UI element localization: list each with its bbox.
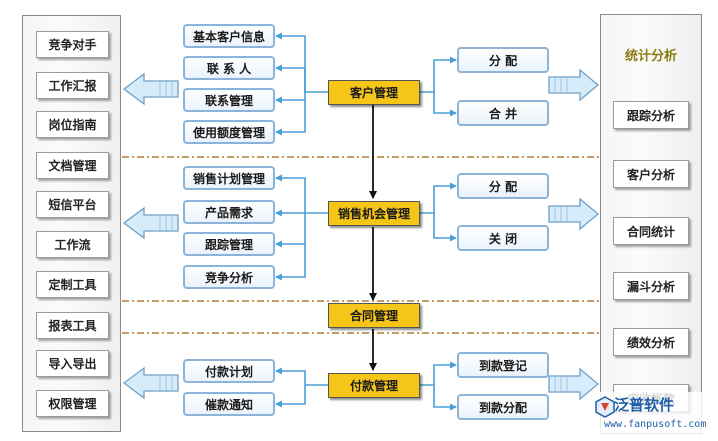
connector-line (275, 100, 306, 136)
connector-line (275, 244, 306, 281)
node-opportunity-close: 关 闭 (457, 225, 549, 251)
left-item-document-management: 文档管理 (36, 152, 109, 179)
node-tracking-management: 跟踪管理 (183, 232, 275, 256)
node-competition-analysis: 竞争分析 (183, 265, 275, 289)
left-item-permission-management: 权限管理 (36, 390, 109, 417)
core-opportunity-management: 销售机会管理 (328, 201, 420, 226)
connector-line (275, 92, 306, 104)
brand-logo-icon (595, 396, 615, 418)
node-payment-allocation: 到款分配 (457, 394, 549, 420)
node-opportunity-assign: 分 配 (457, 173, 549, 199)
watermark: 泛普软件 www.fanpusoft.com (590, 392, 716, 438)
connector-line (275, 32, 328, 93)
node-contact-management: 联系管理 (183, 88, 275, 112)
left-item-workflow: 工作流 (36, 231, 109, 258)
node-contacts: 联 系 人 (183, 56, 275, 80)
connector-line (419, 56, 457, 93)
node-payment-plan: 付款计划 (183, 359, 275, 383)
left-item-job-guide: 岗位指南 (36, 111, 109, 138)
block-arrow-right (548, 367, 600, 401)
block-arrow-right (548, 197, 600, 231)
watermark-brand: 泛普软件 (614, 396, 675, 414)
left-item-competitors: 竞争对手 (36, 31, 109, 58)
connector-line (275, 385, 306, 408)
node-quota-management: 使用额度管理 (183, 120, 275, 144)
connector-line (275, 367, 328, 386)
block-arrow-left (122, 366, 179, 400)
right-panel: 统计分析 跟踪分析 客户分析 合同统计 漏斗分析 绩效分析 应收帐款 (600, 14, 702, 434)
left-item-work-report: 工作汇报 (36, 72, 109, 99)
right-item-performance-analysis: 绩效分析 (613, 328, 689, 356)
node-product-demand: 产品需求 (183, 200, 275, 224)
left-item-custom-tools: 定制工具 (36, 271, 109, 298)
connector-line (275, 64, 306, 92)
watermark-url: www.fanpusoft.com (604, 419, 707, 430)
left-panel: 竞争对手 工作汇报 岗位指南 文档管理 短信平台 工作流 定制工具 报表工具 导… (22, 15, 121, 432)
left-item-import-export: 导入导出 (36, 350, 109, 377)
node-sales-plan: 销售计划管理 (183, 166, 275, 190)
node-payment-reminder: 催款通知 (183, 392, 275, 416)
node-customer-merge: 合 并 (457, 100, 549, 126)
core-payment-management: 付款管理 (328, 373, 420, 398)
block-arrow-left (122, 72, 179, 106)
right-item-funnel-analysis: 漏斗分析 (613, 272, 689, 300)
node-customer-assign: 分 配 (457, 47, 549, 73)
core-customer-management: 客户管理 (328, 80, 420, 105)
left-item-report-tools: 报表工具 (36, 312, 109, 339)
core-contract-management: 合同管理 (328, 303, 420, 328)
right-item-tracking-analysis: 跟踪分析 (613, 101, 689, 129)
connector-line (419, 182, 457, 214)
connector-line (275, 174, 328, 214)
connector-line (433, 385, 457, 411)
block-arrow-left (122, 206, 179, 240)
connector-line (433, 213, 457, 242)
right-item-contract-statistics: 合同统计 (613, 217, 689, 245)
right-panel-title: 统计分析 (624, 49, 677, 64)
node-basic-customer-info: 基本客户信息 (183, 24, 275, 48)
connector-line (275, 213, 306, 248)
connector-line (433, 92, 457, 117)
right-item-customer-analysis: 客户分析 (613, 160, 689, 188)
node-payment-registration: 到款登记 (457, 352, 549, 378)
block-arrow-right (548, 68, 600, 102)
connector-line (419, 361, 457, 386)
left-item-sms-platform: 短信平台 (36, 191, 109, 218)
